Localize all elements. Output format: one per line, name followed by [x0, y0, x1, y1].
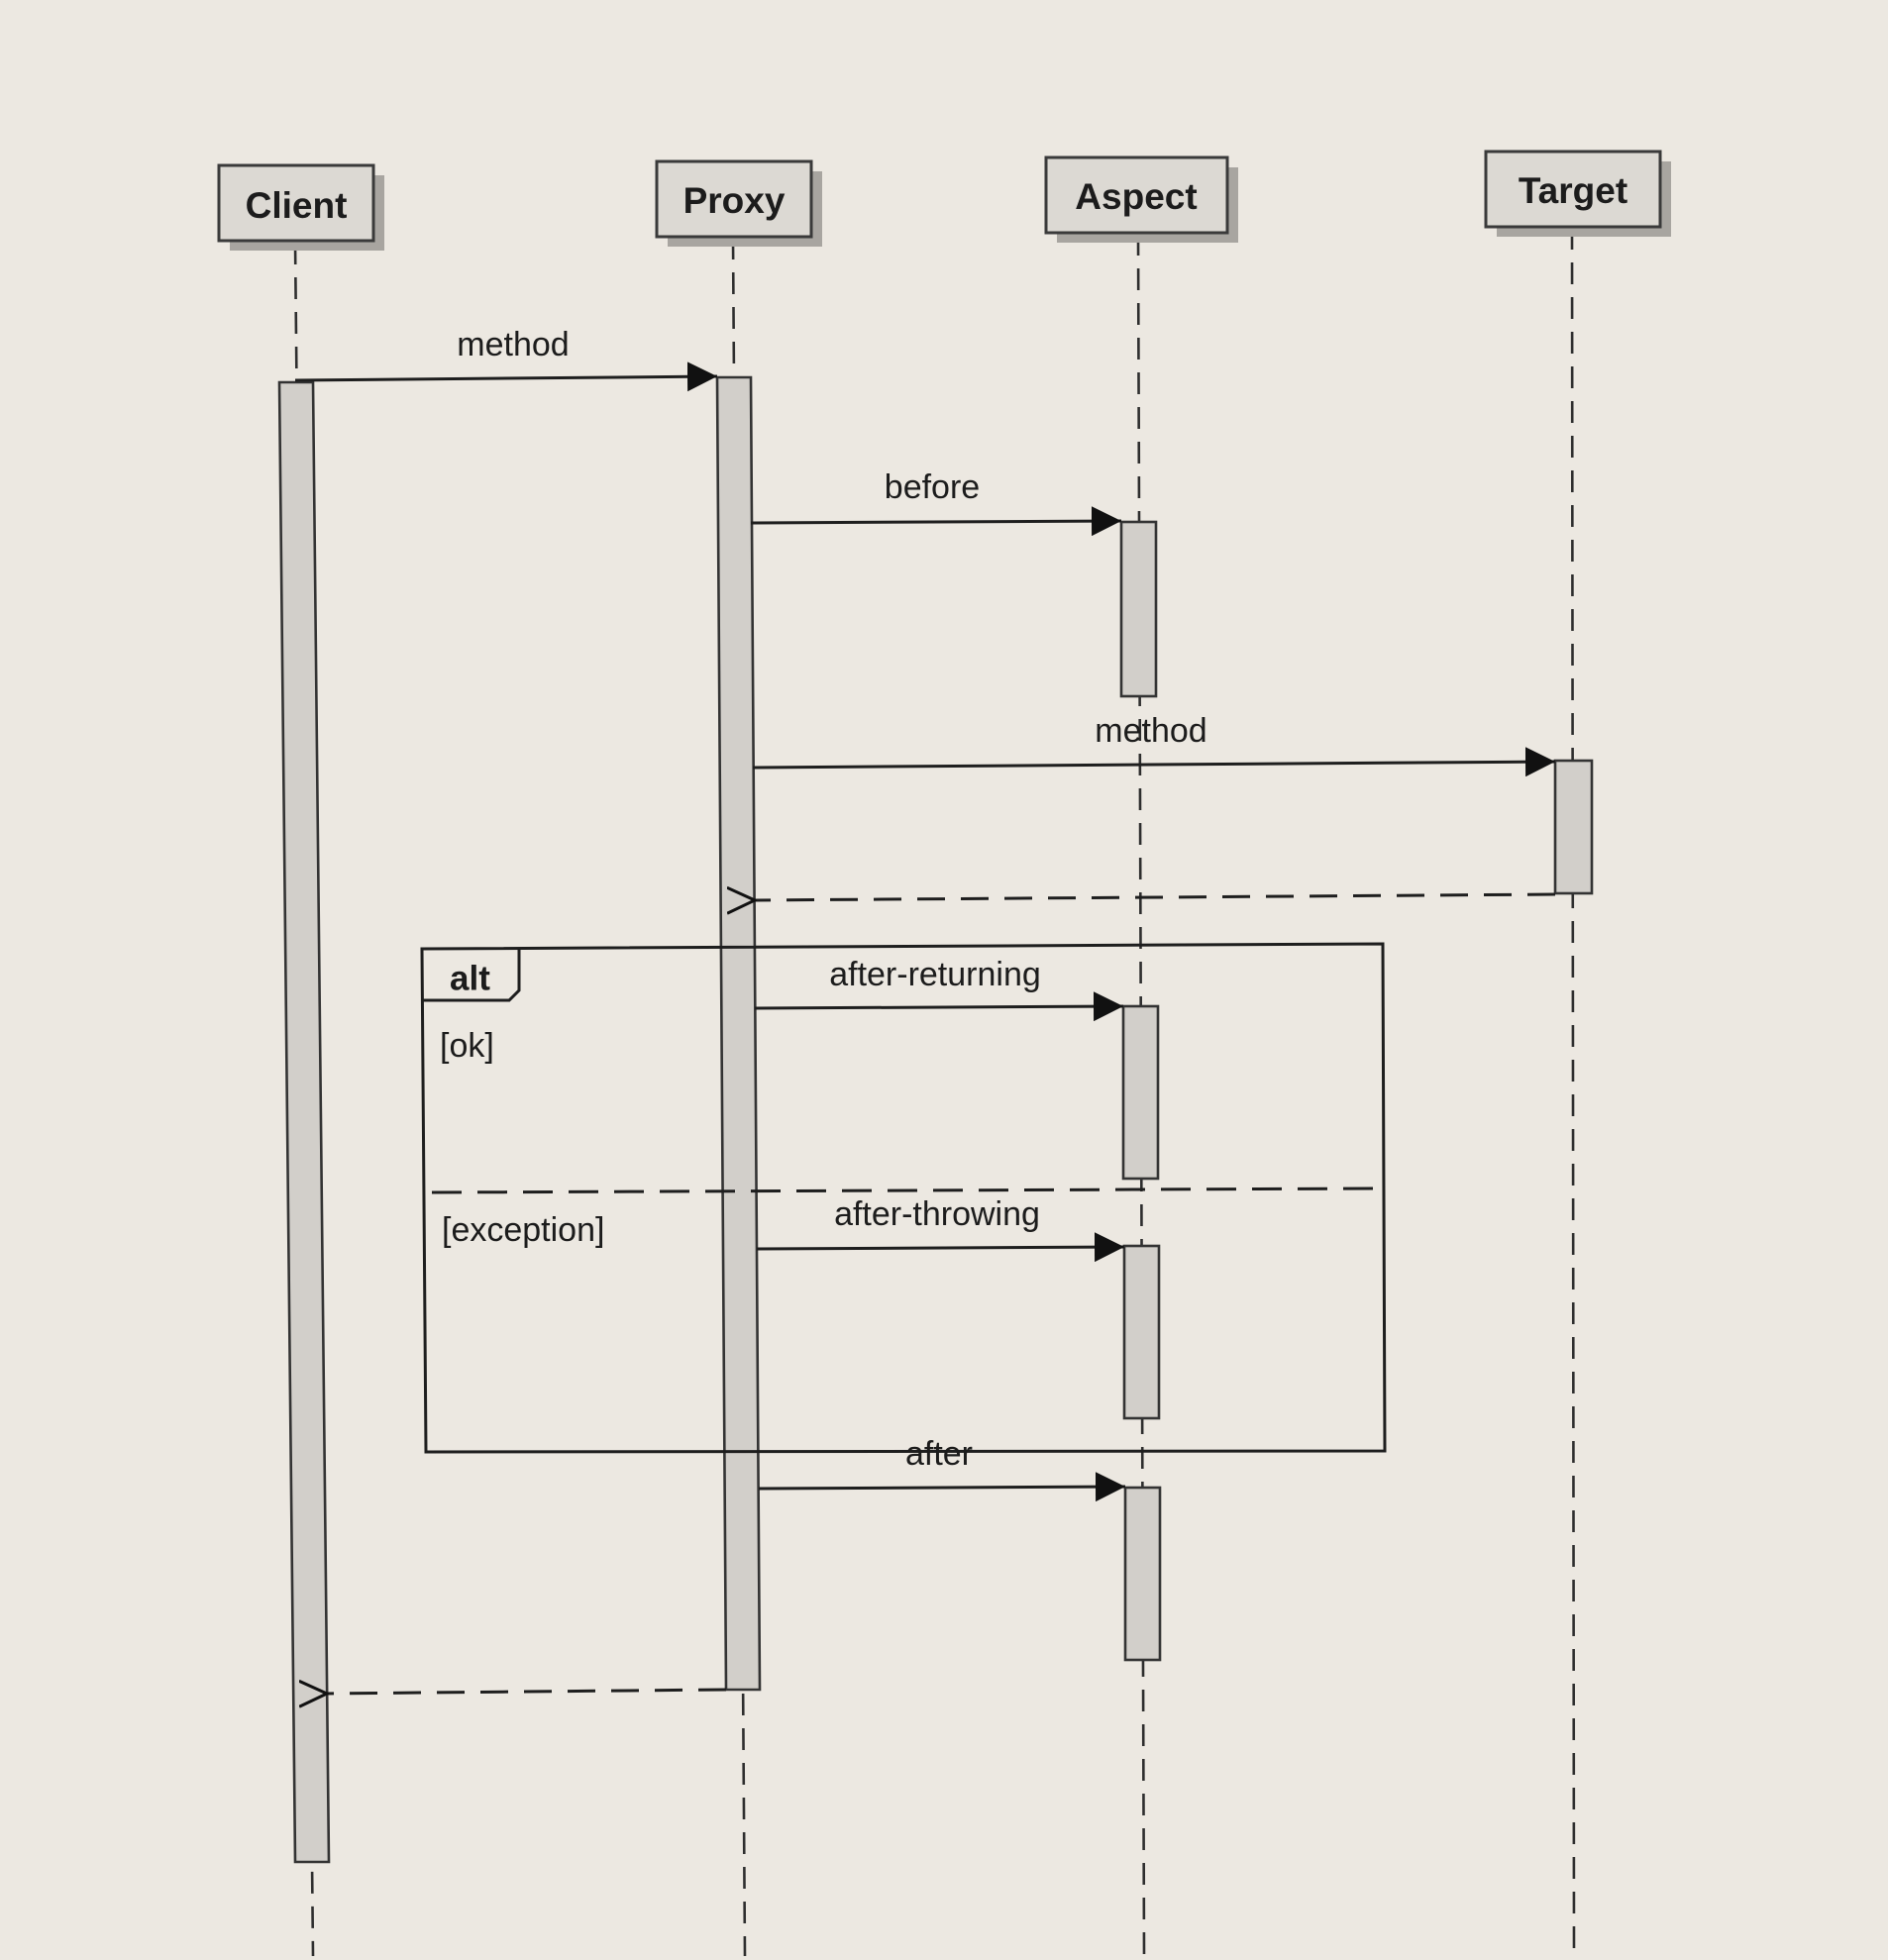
participant-target: Target — [1484, 150, 1671, 237]
participant-proxy-label: Proxy — [683, 180, 786, 221]
message-method-proxy-target — [752, 747, 1556, 777]
activation-aspect-after-throwing — [1122, 1244, 1161, 1420]
messages: method before method after-returning aft… — [294, 326, 1556, 1694]
participant-aspect: Aspect — [1044, 155, 1238, 243]
activation-client — [277, 380, 331, 1864]
participant-client-label: Client — [246, 185, 348, 226]
lifeline-target — [1570, 227, 1576, 1957]
participant-client: Client — [217, 163, 384, 251]
activations — [277, 375, 1594, 1864]
guard-ok: [ok] — [440, 1027, 494, 1065]
alt-frame — [420, 942, 1387, 1454]
return-target-proxy — [755, 894, 1556, 900]
message-method-client-proxy — [294, 361, 718, 392]
alt-operator-pentagon — [423, 949, 521, 1002]
participant-proxy: Proxy — [655, 159, 822, 247]
participant-aspect-label: Aspect — [1075, 176, 1197, 217]
message-label-before: before — [885, 468, 980, 506]
message-label-method-2: method — [1095, 712, 1206, 750]
alt-operator-label: alt — [450, 959, 490, 997]
activation-aspect-before — [1119, 520, 1158, 698]
message-label-after-returning: after-returning — [829, 956, 1041, 993]
activation-aspect-after — [1123, 1486, 1162, 1662]
return-proxy-client — [327, 1690, 727, 1694]
message-label-method-1: method — [457, 326, 569, 363]
message-label-after: after — [905, 1435, 973, 1473]
message-before — [750, 506, 1122, 537]
message-after-throwing — [756, 1232, 1125, 1263]
message-label-after-throwing: after-throwing — [834, 1195, 1040, 1233]
activation-target — [1553, 759, 1594, 895]
participant-target-label: Target — [1519, 170, 1627, 211]
alt-separator — [431, 1186, 1384, 1194]
activation-proxy — [715, 375, 762, 1692]
message-after — [758, 1472, 1126, 1502]
message-after-returning — [754, 991, 1124, 1022]
guard-exception: [exception] — [442, 1211, 604, 1249]
activation-aspect-after-returning — [1121, 1004, 1160, 1181]
alt-fragment: alt [ok] [exception] — [420, 942, 1387, 1454]
